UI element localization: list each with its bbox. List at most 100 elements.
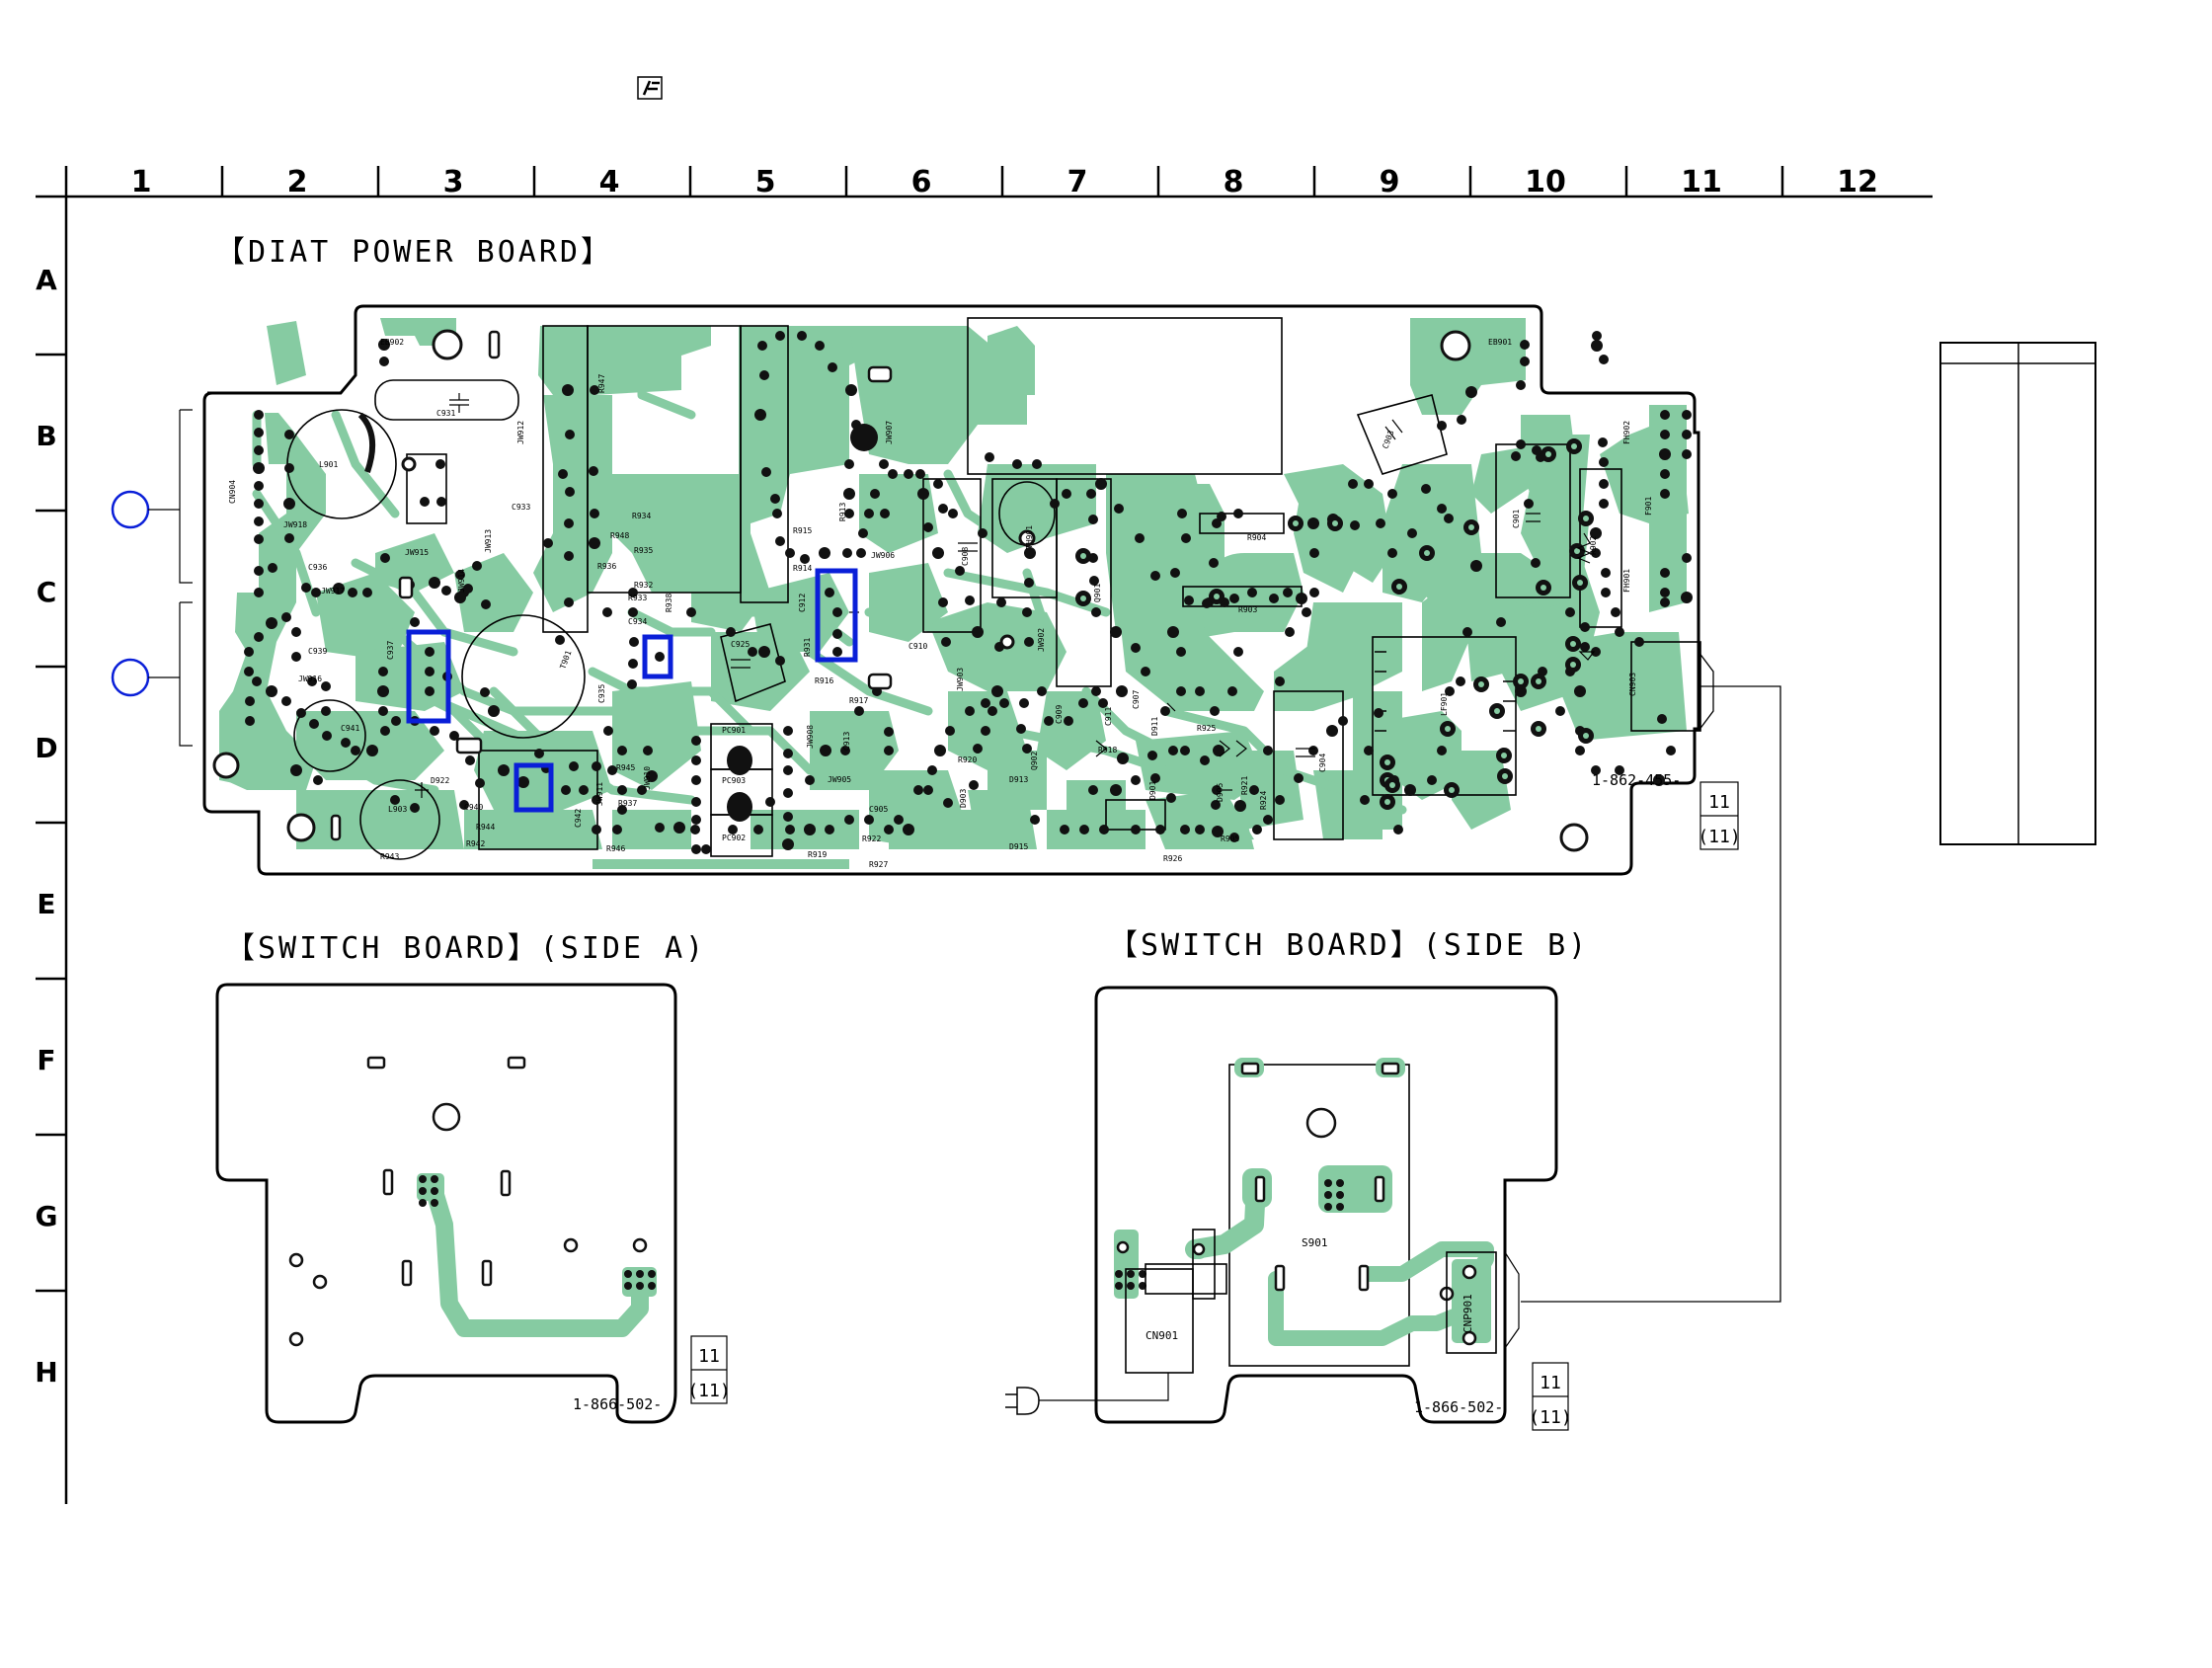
row-label: H	[35, 1356, 57, 1389]
component-label: JW908	[806, 725, 815, 749]
cnp901-label: CNP901	[1462, 1294, 1474, 1333]
column-label: 10	[1525, 165, 1566, 199]
component-label: R936	[597, 562, 616, 571]
component-label: FH901	[1622, 569, 1631, 593]
power-board: EB902EB901L901CN904C931JW918C936JW915JW9…	[111, 304, 1701, 876]
component-label: C940	[464, 803, 483, 812]
column-label: 12	[1837, 165, 1878, 199]
component-label: JW912	[516, 421, 525, 444]
connection-marker	[111, 490, 150, 529]
component-label: C939	[308, 647, 327, 656]
component-label: R925	[1197, 724, 1216, 733]
column-label: 6	[911, 165, 932, 199]
column-label: 5	[755, 165, 776, 199]
component-label: R905	[1221, 834, 1239, 843]
component-label: R938	[665, 594, 673, 612]
column-label: 2	[287, 165, 308, 199]
row-label: G	[36, 1200, 58, 1232]
component-label: EB901	[1488, 338, 1512, 347]
component-label: JW906	[871, 551, 895, 560]
column-label: 11	[1681, 165, 1722, 199]
component-label: C907	[1132, 690, 1141, 709]
ref-page-alt: (11)	[1529, 1407, 1571, 1428]
component-label: C935	[597, 684, 606, 703]
component-label: JW915	[405, 548, 429, 557]
highlight-box-c942	[514, 762, 554, 813]
row-label: E	[37, 888, 55, 920]
component-label: R916	[815, 676, 833, 685]
component-label: PC902	[722, 834, 746, 842]
component-label: R902	[1589, 536, 1598, 555]
component-label: C901	[1512, 510, 1521, 528]
component-label: JW907	[885, 421, 894, 444]
row-label: F	[37, 1044, 55, 1076]
component-label: C934	[628, 617, 647, 626]
component-label: R931	[803, 638, 812, 657]
switch-b-board-title: 【SWITCH BOARD】(SIDE B)	[1108, 928, 1589, 963]
component-label: L901	[319, 460, 338, 469]
component-label: EB902	[380, 338, 404, 347]
component-label: R944	[476, 823, 495, 832]
column-label: 9	[1380, 165, 1400, 199]
row-label: C	[37, 576, 57, 608]
component-label: R934	[632, 512, 651, 520]
side-table	[1939, 342, 2096, 845]
component-label: JW916	[298, 675, 322, 683]
grid-frame	[36, 166, 1933, 1504]
component-label: JW902	[1037, 628, 1046, 652]
component-label: D922	[431, 776, 449, 785]
component-label: D915	[1009, 842, 1028, 851]
column-label: 3	[443, 165, 464, 199]
component-label: C937	[386, 641, 395, 660]
component-label: R903	[1238, 605, 1257, 614]
component-label: Q902	[1030, 752, 1039, 770]
component-label: R918	[1098, 746, 1117, 755]
ref-page: 11	[698, 1346, 720, 1367]
component-label: R945	[616, 763, 635, 772]
connection-marker	[111, 658, 150, 697]
column-label: 7	[1067, 165, 1088, 199]
component-label: R933	[628, 594, 647, 602]
column-label: 8	[1224, 165, 1244, 199]
sony-logo-mark	[637, 76, 663, 100]
component-label: FH902	[1622, 421, 1631, 444]
switch-b-part-number: 1-866-502-	[1414, 1398, 1503, 1416]
component-label: C913	[842, 732, 851, 751]
component-label: CN903	[1628, 673, 1637, 696]
component-label: R920	[958, 755, 977, 764]
component-label: R922	[862, 834, 881, 843]
component-label: L903	[388, 805, 407, 814]
component-label: R927	[869, 860, 888, 869]
component-label: JW917	[321, 587, 345, 596]
component-label: R915	[793, 526, 812, 535]
component-label: R935	[634, 546, 653, 555]
switch-b-ref-box: 11 (11)	[1529, 1362, 1572, 1431]
component-label: JW905	[828, 775, 851, 784]
component-label: C942	[574, 809, 583, 828]
ref-page-alt: (11)	[1698, 827, 1740, 847]
component-label: R932	[634, 581, 653, 590]
switch-a-part-number: 1-866-502-	[573, 1395, 662, 1413]
component-label: R913	[838, 503, 847, 521]
component-label: JW903	[956, 668, 965, 691]
switch-a-board-title: 【SWITCH BOARD】(SIDE A)	[225, 931, 706, 966]
highlight-box-c912	[815, 568, 858, 663]
component-label: C910	[908, 642, 927, 651]
component-label: C912	[798, 594, 807, 612]
component-label: LF901	[1440, 692, 1449, 716]
component-label: R926	[1163, 854, 1182, 863]
component-label: C941	[341, 724, 359, 733]
component-label: JW914	[457, 569, 466, 593]
component-label: D901	[1148, 781, 1157, 800]
component-label: C905	[869, 805, 888, 814]
component-label: Q901	[1093, 584, 1102, 602]
highlight-box-t901	[406, 629, 451, 724]
ref-page-alt: (11)	[687, 1381, 730, 1401]
component-label: R914	[793, 564, 812, 573]
component-label: TH901	[1025, 525, 1034, 549]
component-label: R924	[1259, 791, 1268, 810]
component-label: C931	[436, 409, 455, 418]
switch-board-side-b: S901 CN901 CNP901 1-866-502-	[1005, 986, 1558, 1424]
